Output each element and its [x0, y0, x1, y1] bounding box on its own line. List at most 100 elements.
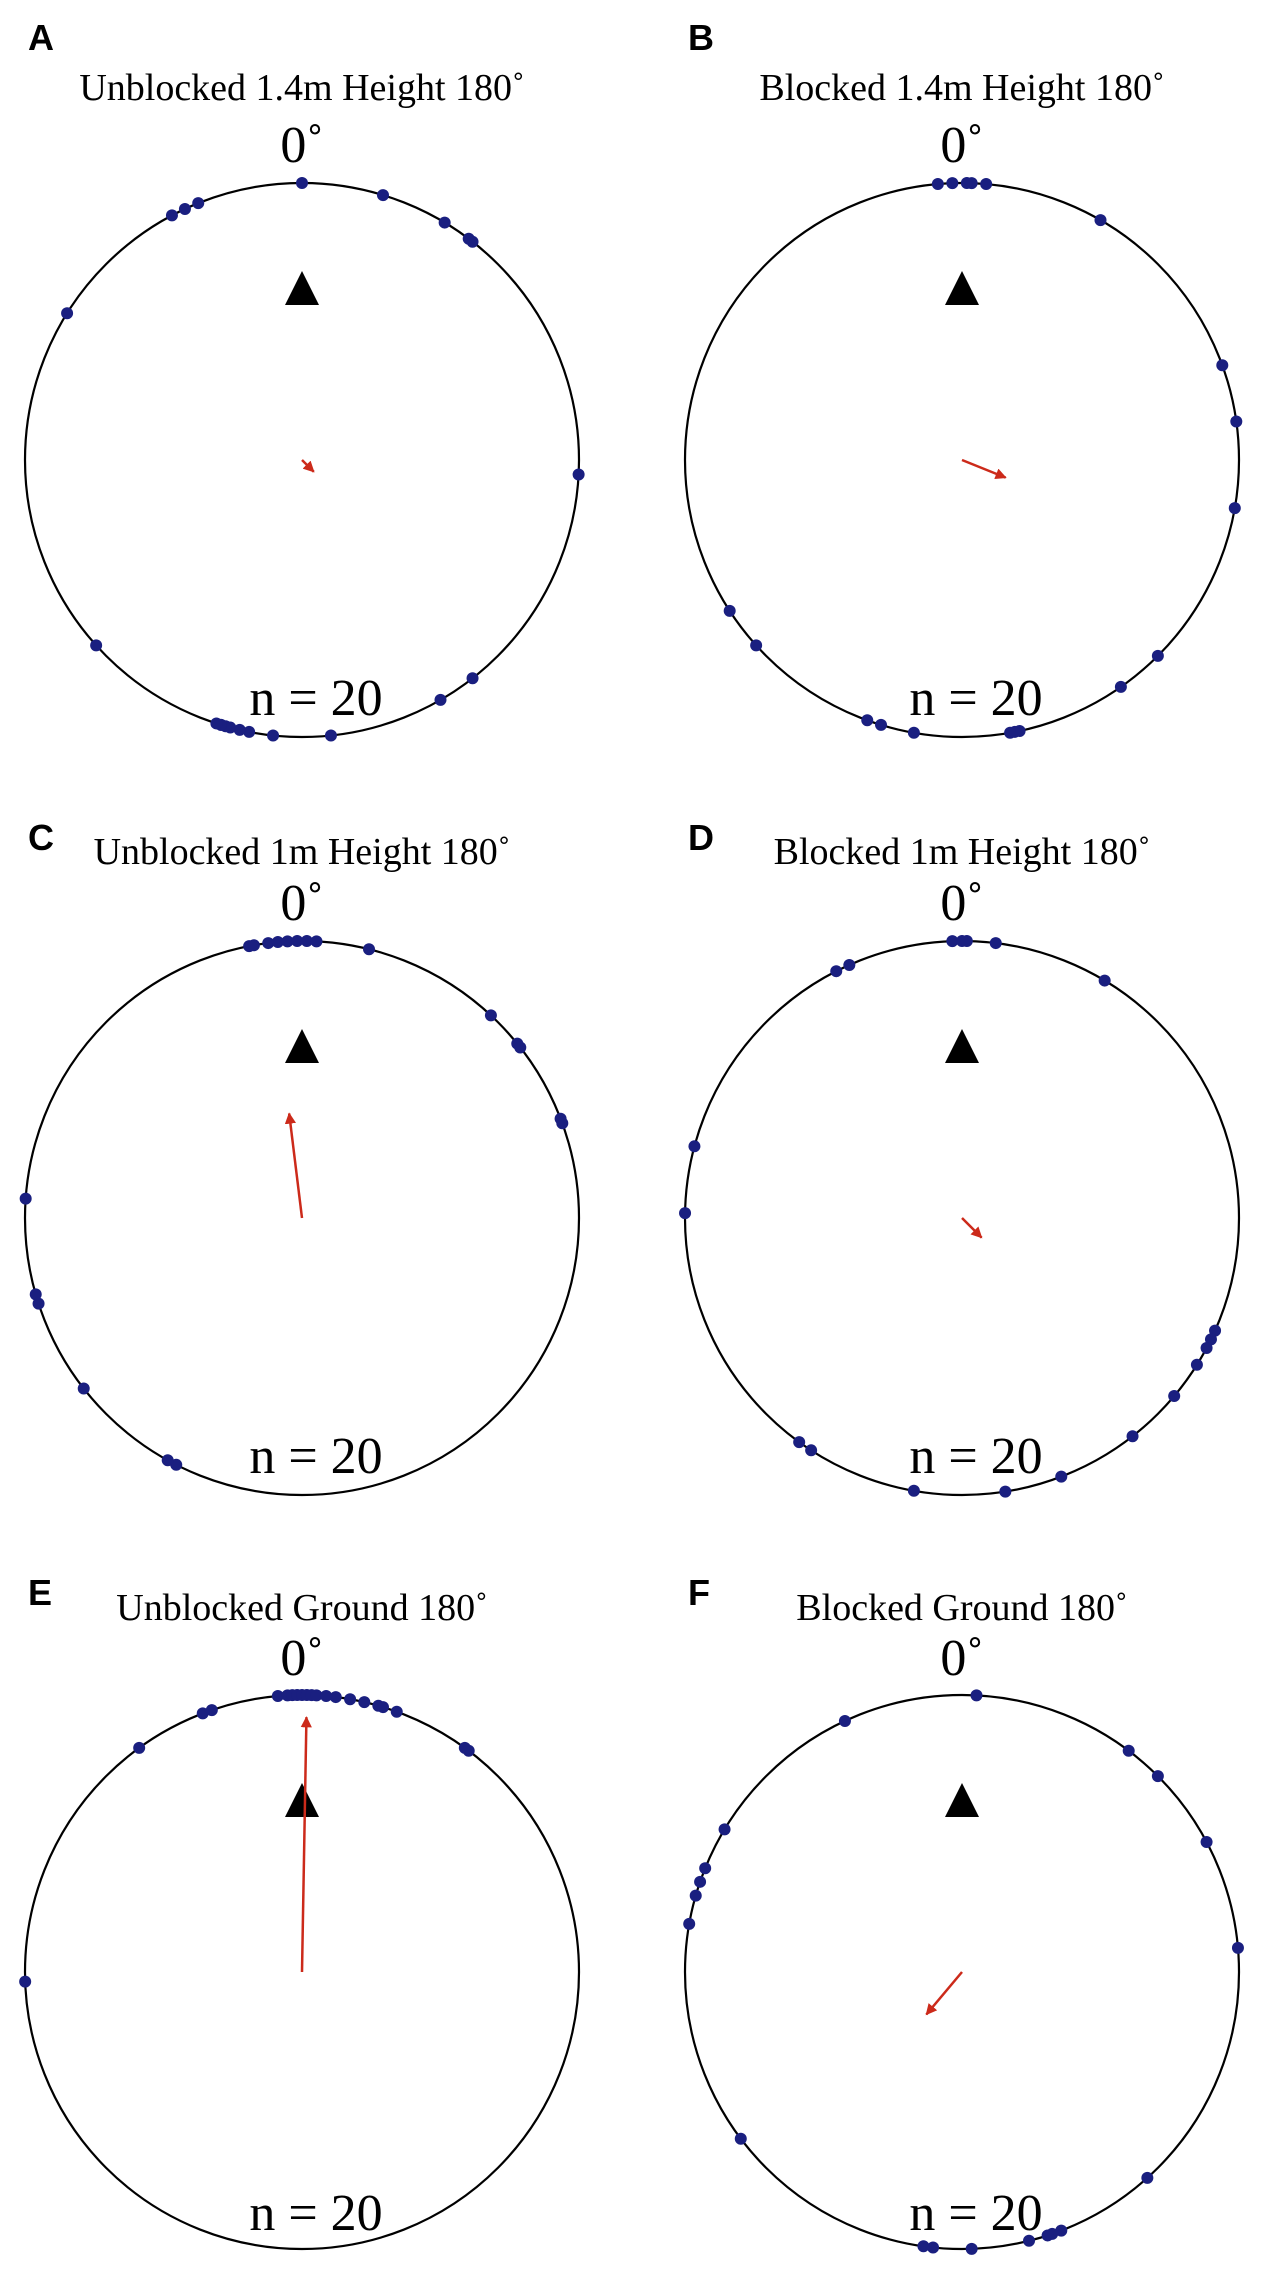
data-point	[1122, 1744, 1135, 1757]
data-point	[310, 935, 323, 948]
panel-title: Blocked 1.4m Height 180˚	[759, 67, 1164, 109]
data-point	[1055, 2224, 1068, 2237]
sample-size-label: n = 20	[909, 1428, 1042, 1485]
data-point	[750, 639, 763, 652]
data-point	[683, 1917, 696, 1930]
zero-degree-label: 0˚	[940, 117, 983, 174]
panel-letter: C	[28, 817, 54, 858]
data-point	[946, 177, 959, 190]
data-point	[165, 209, 178, 222]
data-point	[210, 717, 223, 730]
data-point	[718, 1823, 731, 1836]
data-point	[1168, 1390, 1181, 1403]
data-point	[980, 178, 993, 191]
data-point	[462, 232, 475, 245]
mean-vector-arrow	[301, 459, 315, 473]
stimulus-triangle-icon	[945, 1783, 979, 1817]
data-point	[960, 177, 973, 190]
data-point	[556, 1117, 569, 1130]
data-point	[271, 1690, 284, 1703]
mean-vector-arrow	[961, 1217, 983, 1239]
stimulus-triangle-icon	[285, 1029, 319, 1063]
sample-size-label: n = 20	[249, 2185, 382, 2242]
data-point	[699, 1862, 712, 1875]
data-point	[296, 177, 308, 189]
data-point	[376, 189, 389, 202]
data-point	[965, 2242, 978, 2255]
data-point	[205, 1704, 218, 1717]
data-point	[843, 958, 856, 971]
data-point	[300, 935, 313, 948]
data-point	[243, 725, 256, 738]
data-point	[830, 965, 843, 978]
data-point	[196, 1707, 209, 1720]
data-point	[1228, 502, 1241, 515]
data-point	[946, 935, 959, 948]
data-point	[1200, 1342, 1213, 1355]
data-point	[875, 718, 888, 731]
data-point	[161, 1454, 174, 1467]
panel-title: Unblocked Ground 180˚	[116, 1587, 487, 1629]
data-point	[514, 1041, 527, 1054]
mean-vector-arrow	[300, 1716, 312, 1973]
data-point	[390, 1705, 403, 1718]
mean-vector-arrow	[925, 1971, 963, 2016]
data-point	[1200, 1835, 1213, 1848]
stimulus-triangle-icon	[285, 1783, 319, 1817]
data-point	[931, 178, 944, 191]
data-point	[1114, 680, 1127, 693]
data-point	[466, 672, 479, 685]
data-point	[233, 723, 246, 736]
sample-size-label: n = 20	[909, 2185, 1042, 2242]
data-point	[1055, 1470, 1068, 1483]
data-point	[689, 1889, 702, 1902]
sample-size-label: n = 20	[249, 670, 382, 727]
data-point	[281, 935, 294, 948]
panel-letter: E	[28, 1572, 52, 1613]
data-point	[838, 1714, 851, 1727]
sample-size-label: n = 20	[249, 1428, 382, 1485]
data-point	[320, 1690, 333, 1703]
data-point	[32, 1297, 45, 1310]
data-point	[572, 468, 585, 481]
data-point	[247, 939, 260, 952]
panel-e: E Unblocked Ground 180˚0˚ n = 20	[19, 1572, 581, 2251]
zero-degree-label: 0˚	[940, 1630, 983, 1687]
data-point	[291, 935, 304, 948]
data-point	[1023, 2234, 1036, 2247]
data-point	[1141, 2171, 1154, 2184]
data-point	[271, 936, 284, 949]
data-point	[861, 714, 874, 727]
data-point	[1151, 1770, 1164, 1783]
panel-letter: D	[688, 817, 714, 858]
data-point	[1126, 1430, 1139, 1443]
data-point	[1231, 1941, 1244, 1954]
stimulus-triangle-icon	[945, 271, 979, 305]
panel-f: F Blocked Ground 180˚0˚ n = 20	[683, 1572, 1244, 2255]
zero-degree-label: 0˚	[280, 1630, 323, 1687]
data-point	[19, 1192, 32, 1205]
data-point	[1041, 2229, 1054, 2242]
data-point	[723, 604, 736, 617]
data-point	[178, 202, 191, 215]
data-point	[805, 1444, 818, 1457]
stimulus-triangle-icon	[285, 271, 319, 305]
data-point	[376, 1701, 389, 1714]
data-point	[960, 935, 973, 948]
mean-vector-arrow	[961, 458, 1007, 480]
data-point	[358, 1696, 371, 1709]
data-point	[90, 639, 103, 652]
panel-letter: F	[688, 1572, 710, 1613]
data-point	[907, 1484, 920, 1497]
data-point	[999, 1485, 1012, 1498]
data-point	[907, 726, 920, 739]
data-point	[970, 1689, 983, 1702]
data-point	[310, 1689, 323, 1702]
data-point	[324, 729, 337, 742]
data-point	[679, 1207, 692, 1220]
panel-title: Blocked Ground 180˚	[796, 1587, 1127, 1629]
zero-degree-label: 0˚	[280, 875, 323, 932]
data-point	[484, 1009, 497, 1022]
mean-vector-arrow	[284, 1112, 304, 1219]
